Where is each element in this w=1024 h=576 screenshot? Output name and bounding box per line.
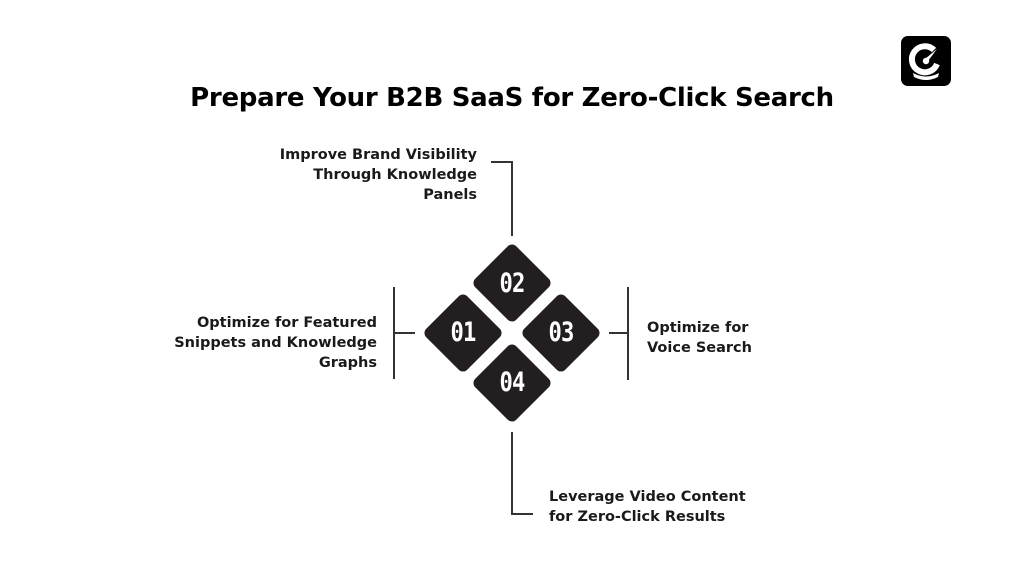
step-01-number: 01 — [450, 317, 476, 348]
connector-top-vertical — [511, 161, 513, 236]
step-02-label: Improve Brand Visibility Through Knowled… — [279, 147, 477, 203]
connector-left-tick — [393, 332, 415, 334]
step-04-number: 04 — [499, 367, 525, 398]
page-title: Prepare Your B2B SaaS for Zero-Click Sea… — [190, 83, 834, 113]
step-01-label: Optimize for Featured Snippets and Knowl… — [174, 315, 377, 371]
brand-logo — [901, 36, 951, 86]
step-03-label: Optimize for Voice Search — [647, 320, 752, 356]
connector-bottom-horizontal — [511, 513, 533, 515]
connector-right-vertical — [627, 287, 629, 380]
step-02-number: 02 — [499, 268, 525, 299]
connector-right-tick — [609, 332, 628, 334]
gauge-g-icon — [908, 43, 940, 80]
step-03-number: 03 — [548, 317, 574, 348]
step-04-label: Leverage Video Content for Zero-Click Re… — [549, 489, 746, 525]
connector-bottom-vertical — [511, 432, 513, 515]
connector-top-horizontal — [491, 161, 513, 163]
